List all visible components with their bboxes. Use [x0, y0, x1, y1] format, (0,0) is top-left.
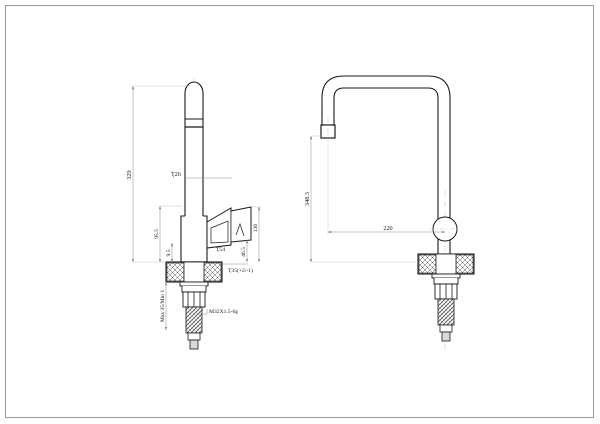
sheet-border: [5, 5, 594, 418]
dim-label-body-height: 95.5: [154, 229, 160, 239]
dim-label-overall-height: 329: [126, 170, 133, 179]
spout-inner-profile: [333, 87, 439, 262]
dim-label-lever-length: 136: [253, 224, 259, 233]
side-shank-shoulder: [433, 278, 459, 285]
dim-label-mounting-hole: Ҭ35(+2/-1): [228, 267, 253, 274]
front-elevation-view: 329 Ҭ26 95.5 9.5 136 46.5 Ҭ54 Ҭ35(+2/-1): [126, 78, 261, 352]
spout-outer-profile: [321, 75, 451, 262]
base-knurl-right: [203, 262, 222, 282]
dim-label-spout-diameter: Ҭ26: [171, 171, 181, 178]
side-base-center-block: [435, 253, 457, 275]
hose-tail: [189, 339, 199, 350]
base-knurl-left: [166, 262, 185, 282]
side-base-knurl-left: [418, 254, 437, 274]
tail-nut: [187, 332, 201, 341]
dim-label-overall-height-side: 348.3: [304, 192, 311, 206]
dim-label-lever-drop: 46.5: [241, 247, 247, 257]
side-threaded-stud: [437, 298, 455, 326]
side-tail-nut: [439, 324, 453, 333]
side-elevation-view: 348.3 220: [304, 75, 475, 352]
lever-arm-notch: [235, 222, 245, 237]
base-center-block: [183, 261, 205, 283]
lever-handle-inner: [210, 220, 229, 244]
side-hose-tail: [441, 331, 451, 342]
lever-arm: [230, 206, 252, 243]
dim-label-spout-reach: 220: [383, 225, 392, 232]
dim-label-lever-pivot-diameter: Ҭ54: [216, 247, 225, 253]
dim-label-collar-height: 9.5: [166, 249, 172, 256]
side-base-knurl-right: [455, 254, 474, 274]
shank-shoulder: [181, 286, 207, 293]
base-washer: [179, 281, 209, 287]
dim-label-deck-thickness: Max 35/Min 1: [160, 290, 166, 323]
dim-label-shank-thread: M32X1.5-6g: [209, 309, 238, 315]
threaded-stud: [185, 306, 203, 334]
valve-body: [180, 215, 208, 263]
side-base-washer: [431, 273, 461, 279]
